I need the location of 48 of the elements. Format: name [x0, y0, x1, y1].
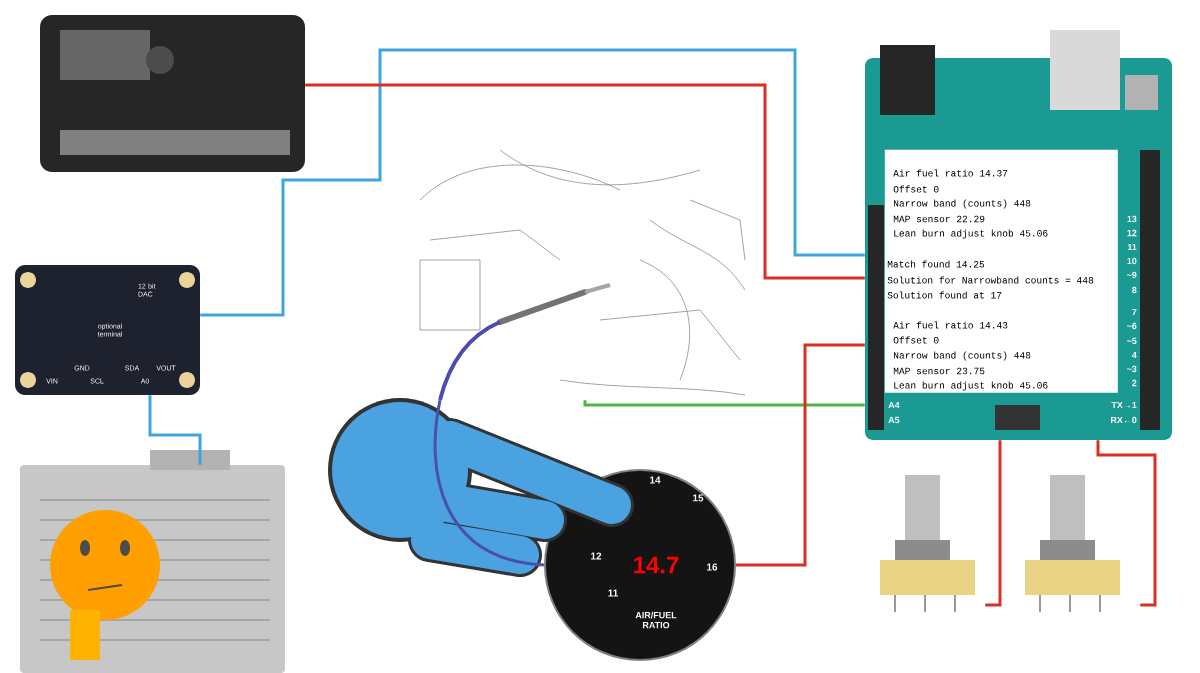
wire [736, 343, 865, 567]
gauge-label: AIR/FUEL RATIO [635, 611, 677, 629]
text-line: MAP sensor 23.75 [893, 367, 985, 375]
text-line: Offset 0 [893, 185, 939, 193]
gauge-number: 16 [707, 563, 718, 571]
wire [583, 400, 865, 407]
pin-label: 4 [1131, 351, 1137, 359]
pin-label: ~9 [1126, 271, 1137, 279]
pin-label: RX←0 [1111, 416, 1137, 424]
pin-label: TX→1 [1111, 401, 1137, 409]
pin-label: ~5 [1126, 337, 1137, 345]
pin-label: ~3 [1126, 365, 1137, 373]
gauge-number: 15 [693, 494, 704, 502]
pin-label: 13 [1127, 215, 1137, 223]
text-line: Solution found at 17 [887, 291, 1002, 299]
wire [200, 48, 865, 317]
gauge-number: 12 [591, 552, 602, 560]
text-line: Lean burn adjust knob 45.06 [894, 229, 1048, 239]
wire [1096, 440, 1157, 607]
text-line: Narrow band (counts) 448 [893, 351, 1031, 361]
potentiometer-picture [880, 475, 975, 613]
pin-label: 10 [1127, 257, 1137, 265]
pin-label: A4 [888, 401, 900, 409]
pin-label: 7 [1132, 308, 1137, 316]
wire [148, 395, 202, 465]
text-line: Offset 0 [893, 336, 939, 344]
digital-readout: 14.7 [634, 556, 679, 574]
gauge-number: 11 [608, 589, 618, 597]
text-line: MAP sensor 22.29 [893, 215, 985, 223]
map-sensor-picture [40, 15, 305, 172]
pin-label: 12 [1127, 229, 1137, 237]
text-line: Match found 14.25 [887, 260, 985, 268]
text-line: Air fuel ratio 14.43 [893, 321, 1008, 329]
engine-drawing [419, 149, 746, 401]
pin-label: 2 [1132, 379, 1137, 387]
wire [433, 399, 545, 567]
pin-label: 11 [1127, 243, 1137, 251]
text-line: Narrow band (counts) 448 [893, 199, 1031, 209]
pin-label: A5 [888, 416, 900, 424]
gauge-number: 14 [650, 476, 661, 484]
pin-label: 8 [1132, 286, 1137, 294]
text-line: Solution for Narrowband counts = 448 [887, 276, 1094, 284]
text-line: Air fuel ratio 14.37 [893, 169, 1008, 177]
pin-label: ~6 [1126, 322, 1137, 330]
potentiometer-picture [1025, 475, 1120, 613]
wire [305, 83, 865, 280]
text-line: Lean burn adjust knob 45.06 [894, 381, 1048, 391]
wire [985, 440, 1002, 607]
